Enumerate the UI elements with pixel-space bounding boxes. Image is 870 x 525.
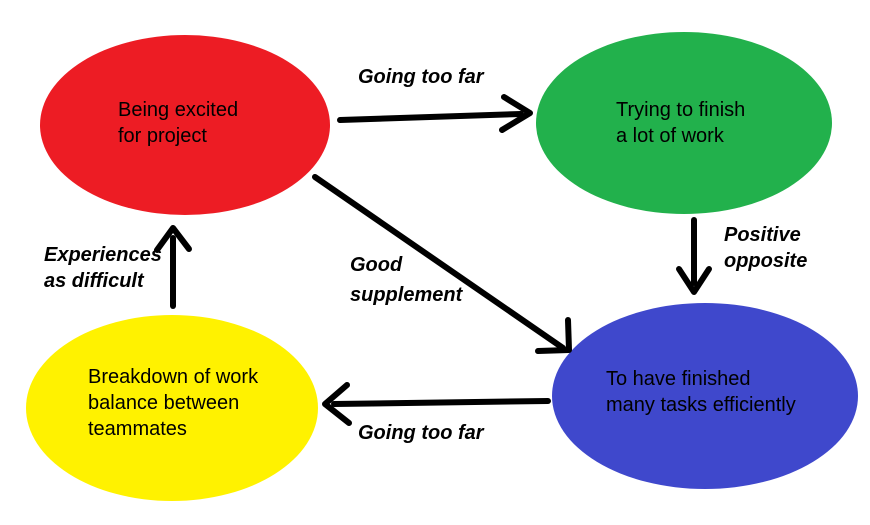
arrow-head-icon — [535, 317, 572, 354]
node-ellipse-being-excited — [40, 35, 330, 215]
edge-label-good-supplement: Good supplement — [350, 254, 463, 306]
node-label-being-excited: Being excited for project — [118, 99, 239, 147]
node-ellipse-to-have-finished — [552, 303, 858, 489]
node-ellipse-breakdown-of-work — [26, 315, 318, 501]
node-ellipse-trying-to-finish — [536, 32, 832, 214]
arrow-shaft — [331, 398, 551, 407]
arrow-shaft — [312, 174, 566, 351]
edge-label-going-too-far-top: Going too far — [358, 66, 484, 88]
arrow-head-icon — [322, 382, 352, 426]
arrow-shaft — [337, 111, 524, 123]
arrow-being-excited-to-trying-to-finish — [337, 94, 533, 133]
edge-label-going-too-far-bottom: Going too far — [358, 422, 484, 444]
node-label-to-have-finished: To have finished many tasks efficiently — [606, 368, 796, 416]
arrow-breakdown-of-work-to-being-excited — [154, 225, 192, 309]
arrow-being-excited-to-to-have-finished — [312, 174, 572, 354]
node-label-breakdown-of-work: Breakdown of work balance between teamma… — [88, 366, 259, 440]
node-label-trying-to-finish: Trying to finish a lot of work — [616, 99, 746, 147]
edge-label-experiences-as-difficult: Experiences as difficult — [44, 244, 162, 292]
arrow-head-icon — [154, 225, 192, 253]
arrow-to-have-finished-to-breakdown-of-work — [322, 382, 551, 426]
arrow-head-icon — [499, 94, 533, 133]
edge-label-positive-opposite: Positive opposite — [724, 224, 808, 272]
arrow-trying-to-finish-to-to-have-finished — [676, 217, 712, 295]
arrow-head-icon — [676, 266, 712, 295]
